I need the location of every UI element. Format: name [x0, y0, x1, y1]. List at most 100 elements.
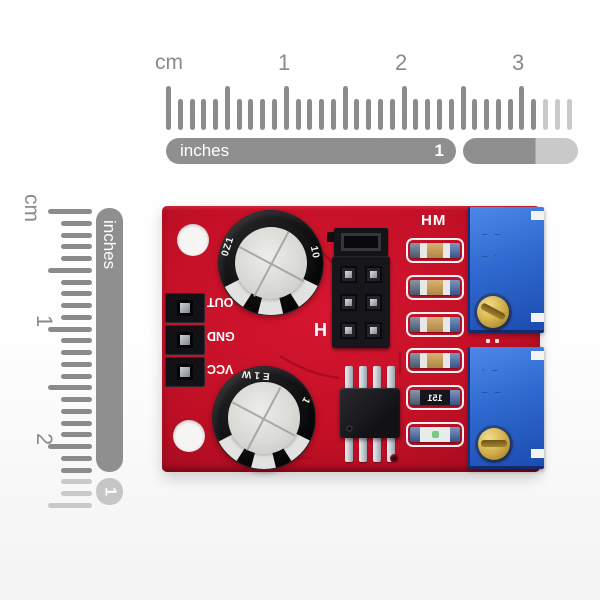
cap-marking: 1: [299, 394, 313, 407]
header-pin: [365, 265, 382, 283]
header-pin: [365, 321, 382, 339]
screw-slot: [479, 302, 507, 321]
ceramic-band: [443, 280, 450, 295]
solder-end: [450, 390, 460, 405]
header-pin: [365, 293, 382, 311]
ic-pin: [387, 366, 395, 389]
ruler-tick: [61, 350, 92, 355]
trimmer-adjust-screw: [478, 428, 510, 460]
ruler-tick: [295, 99, 301, 130]
ruler-tick: [342, 86, 348, 130]
solder-end: [450, 280, 460, 295]
electrolytic-capacitor: E1W 1: [212, 366, 316, 470]
ruler-tick: [61, 303, 92, 308]
ruler-tick: [566, 99, 572, 130]
ruler-tick: [366, 99, 372, 130]
trimmer-molding: · –: [482, 365, 500, 376]
trimmer-molding: – –: [482, 229, 502, 240]
led-die: [432, 431, 439, 438]
ruler-tick: [272, 99, 278, 130]
resistor-code-label: 151: [420, 390, 450, 405]
ruler-tick: [61, 432, 92, 438]
ruler-tick: [484, 99, 490, 130]
inches-value: 1: [434, 141, 444, 160]
ruler-tick: [61, 232, 92, 238]
mounting-hole: [177, 224, 209, 256]
pin-contact: [370, 298, 377, 306]
ruler-tick: [61, 408, 92, 414]
solder-end: [450, 427, 460, 442]
ruler-tick: [48, 209, 92, 214]
inches-label: inches: [180, 141, 230, 160]
screw-slot: [481, 440, 507, 447]
ruler-tick: [48, 326, 92, 332]
solder-end: [450, 243, 460, 258]
via-hole: [390, 454, 399, 463]
ruler-tick: [48, 267, 92, 273]
pin-contact: [345, 326, 352, 334]
trimmer-molding: – ·: [482, 251, 500, 262]
ceramic-band: [420, 353, 427, 368]
header-pin-out: [165, 293, 205, 323]
ruler-tick: [61, 467, 92, 473]
ruler-tick: [61, 244, 92, 250]
pin-contact: [180, 303, 190, 313]
silkscreen-vcc-label: VCC: [207, 362, 234, 376]
ruler-tick: [61, 338, 92, 344]
ruler-tick: [61, 220, 92, 226]
pin-contact: [370, 270, 377, 278]
ruler-tick: [61, 314, 92, 320]
smd-resistor: [406, 312, 464, 337]
silkscreen-out-label: OUT: [207, 295, 234, 309]
pin-contact: [345, 298, 352, 306]
ic-pin: [359, 437, 367, 462]
trimmer-adjust-screw: [477, 296, 509, 328]
ruler-tick: [413, 99, 419, 130]
ruler-tick: [224, 86, 230, 130]
mode-pin-header: [332, 256, 390, 348]
inches-bar-extension: [463, 138, 578, 164]
ruler-number: 1: [32, 315, 57, 328]
pin-contact: [180, 367, 190, 377]
ruler-tick-column: [48, 209, 92, 509]
pin-contact: [180, 335, 190, 345]
ruler-tick: [61, 479, 92, 485]
solder-end: [410, 427, 420, 442]
ic-pin: [373, 366, 381, 389]
cap-top-face: [234, 226, 308, 300]
ceramic-band: [420, 280, 427, 295]
header-pin: [340, 293, 357, 311]
smd-resistor: [406, 275, 464, 300]
header-pin-nub: [327, 232, 335, 242]
ruler-tick: [307, 99, 313, 130]
ruler-tick: [260, 99, 266, 130]
ruler-tick: [61, 279, 92, 285]
ceramic-band: [420, 243, 427, 258]
ruler-tick: [61, 455, 92, 461]
pcb-module: 0Z1 10 E1W 1 OUT GND VCC: [162, 206, 544, 472]
ruler-tick: [283, 86, 289, 130]
resistor-body: [427, 280, 443, 295]
jumper-slot: [341, 233, 381, 251]
pin1-indicator: [346, 425, 353, 432]
led-body: [420, 427, 450, 442]
cap-marking: 10: [307, 244, 322, 261]
cap-score-line: [246, 386, 282, 451]
smd-resistor: [406, 238, 464, 263]
header-pin-vcc: [165, 357, 205, 387]
smd-resistor: [406, 348, 464, 373]
electrolytic-capacitor: 0Z1 10: [218, 210, 324, 316]
ruler-tick: [436, 99, 442, 130]
ruler-tick: [236, 99, 242, 130]
resistor-body: [427, 243, 443, 258]
solder-end: [410, 353, 420, 368]
ruler-tick: [61, 397, 92, 402]
header-pin: [340, 321, 357, 339]
ic-pin: [345, 437, 353, 462]
ruler-tick: [61, 291, 92, 297]
pin-contact: [345, 270, 352, 278]
ceramic-band: [443, 353, 450, 368]
ruler-tick: [354, 99, 360, 130]
ic-pin: [345, 366, 353, 389]
timer-ic: [340, 388, 400, 438]
